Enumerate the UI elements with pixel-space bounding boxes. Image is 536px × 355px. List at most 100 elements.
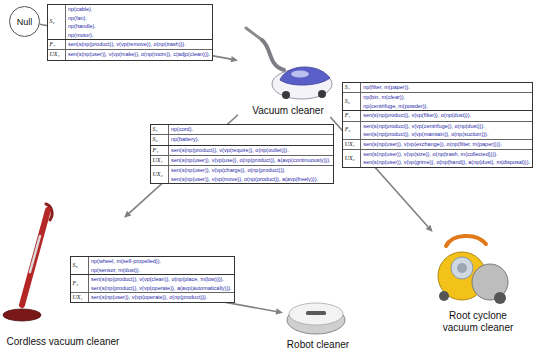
attribute-table: S₃ np(wheel, m(self-propelled)).np(sensor… xyxy=(70,256,235,303)
row-header: S₃ xyxy=(71,257,89,274)
canister-highlight xyxy=(291,71,309,78)
row-header: S₂ xyxy=(343,93,361,110)
row-body: sen(s(np(user)), v(vp(make)), o(np(room)… xyxy=(66,50,212,59)
row-header: UX₁ xyxy=(48,50,66,59)
cyclone-vacuum-picture xyxy=(438,236,508,304)
grammar-rule: np(bin, m(clear)). xyxy=(363,93,428,102)
grammar-rule: np(wheel, m(self-propelled)). xyxy=(91,257,161,266)
row-body: sen(s(np(user)), v(vp(charge)), o(np(pro… xyxy=(169,166,320,183)
start-circle: Null xyxy=(9,6,40,37)
grammar-rule: sen(s(np(product)), v(vp(require)), o(np… xyxy=(171,146,289,155)
grammar-rule: np(centrifuge, m(powder)). xyxy=(363,102,428,111)
product-name-block: Cordless vacuum cleaner xyxy=(2,336,124,348)
handle xyxy=(446,236,486,246)
grammar-rule: sen(s(np(user)), v(vp(make)), o(np(room)… xyxy=(68,50,210,59)
cordless-vacuum-picture xyxy=(3,204,52,321)
product-name: Cordless vacuum cleaner xyxy=(2,336,124,348)
row-symbol: S₂ xyxy=(345,97,350,106)
row-symbol: UX₁ xyxy=(153,156,163,165)
row-body: np(wheel, m(self-propelled)).np(sensor, … xyxy=(89,257,163,274)
arrowhead xyxy=(276,308,283,314)
row-symbol: F₁ xyxy=(50,40,56,49)
grammar-rule: sen(s(np(user)), v(vp(use)), o(np(produc… xyxy=(171,156,331,165)
row-symbol: F₂ xyxy=(73,279,79,288)
grammar-rule: sen(s(np(user)), v(vp(charge)), o(np(pro… xyxy=(171,166,318,175)
grammar-rule: np(cord). xyxy=(171,125,193,134)
row-body: np(cord). xyxy=(169,125,195,134)
table-row: UX₁sen(s(np(user)), v(vp(operate)), o(np… xyxy=(71,292,234,302)
product-name-block: Robot cleaner xyxy=(283,339,353,351)
canister-lid xyxy=(280,67,330,85)
cyclone-core xyxy=(457,263,467,273)
row-symbol: S₂ xyxy=(153,135,158,144)
product-name: Robot cleaner xyxy=(283,339,353,351)
grammar-rule: sen(s(np(product)), v(vp(operate)), a(av… xyxy=(91,284,232,293)
table-row: S₃ np(wheel, m(self-propelled)).np(sensor… xyxy=(71,257,234,274)
row-body: np(bin, m(clear)).np(centrifuge, m(powde… xyxy=(361,93,430,110)
row-symbol: UX₂ xyxy=(153,170,163,179)
node-label: Null xyxy=(17,17,33,27)
grammar-rule: sen(s(np(user)), v(vp(exchange)), o(np(f… xyxy=(363,140,502,149)
row-symbol: UX₁ xyxy=(50,50,60,59)
wheel xyxy=(282,91,290,99)
grammar-rule: sen(s(np(product)), v(vp(centrifuge)), o… xyxy=(363,122,488,131)
row-header: UX₂ xyxy=(343,150,361,167)
row-body: np(filter, m(paper)). xyxy=(361,83,412,92)
row-header: F₂ xyxy=(71,275,89,292)
row-symbol: UX₁ xyxy=(345,140,355,149)
table-row: F₁sen(s(np(product)), v(vp(remove)), o(n… xyxy=(48,39,212,49)
row-header: S₂ xyxy=(48,5,66,39)
grammar-rule: np(handle). xyxy=(68,22,96,31)
row-header: F₁ xyxy=(151,146,169,155)
table-row: F₁sen(s(np(product)), v(vp(require)), o(… xyxy=(151,145,333,155)
table-row: UX₁ sen(s(np(user)), v(vp(exchange)), o(n… xyxy=(343,139,532,149)
row-body: np(battery). xyxy=(169,135,201,144)
grammar-rule: np(cable). xyxy=(68,5,96,14)
row-body: np(cable).np(fan).np(handle).np(motor). xyxy=(66,5,98,39)
product-name: Root cyclone vacuum cleaner xyxy=(437,310,519,334)
robot-badge xyxy=(306,311,326,315)
row-body: sen(s(np(product)), v(vp(centrifuge)), o… xyxy=(361,122,490,139)
table-row: F₂sen(s(np(product)), v(vp(clean)), o(np… xyxy=(71,274,234,292)
grammar-rule: np(sensor, m(dust)). xyxy=(91,266,161,275)
table-row: UX₁ sen(s(np(user)), v(vp(make)), o(np(ro… xyxy=(48,49,212,59)
row-header: F₁ xyxy=(343,111,361,120)
grammar-rule: np(fan). xyxy=(68,14,96,23)
arrowhead xyxy=(426,225,433,232)
table-row: S₂ np(cable).np(fan).np(handle).np(motor)… xyxy=(48,5,212,39)
wheel xyxy=(494,292,506,304)
row-header: UX₁ xyxy=(71,293,89,302)
row-body: sen(s(np(user)), v(vp(exchange)), o(np(f… xyxy=(361,140,504,149)
row-symbol: S₃ xyxy=(73,261,78,270)
attribute-table: S₁ np(filter, m(paper)). S₂ np(bin, m(clear… xyxy=(342,82,533,168)
row-header: F₁ xyxy=(48,40,66,49)
grammar-rule: sen(s(np(user)), v(vp(move)), o(np(produ… xyxy=(171,175,318,184)
table-row: F₂sen(s(np(product)), v(vp(centrifuge)),… xyxy=(343,121,532,139)
floor-head xyxy=(3,309,41,321)
row-symbol: S₂ xyxy=(50,17,55,26)
grammar-rule: np(filter, m(paper)). xyxy=(363,83,410,92)
row-header: S₁ xyxy=(151,125,169,134)
grammar-rule: sen(s(np(user)), v(vp(size)), o(np(trash… xyxy=(363,150,530,159)
row-symbol: S₁ xyxy=(345,83,350,92)
row-header: UX₁ xyxy=(151,156,169,165)
row-symbol: S₁ xyxy=(153,125,158,134)
product-node: Root cyclone vacuum cleaner xyxy=(430,232,526,334)
row-body: sen(s(np(user)), v(vp(use)), o(np(produc… xyxy=(169,156,333,165)
row-header: S₁ xyxy=(343,83,361,92)
row-body: sen(s(np(product)), v(vp(require)), o(np… xyxy=(169,146,291,155)
table-row: UX₂ sen(s(np(user)), v(vp(charge)), o(np(… xyxy=(151,165,333,183)
grammar-rule: np(motor). xyxy=(68,31,96,40)
row-symbol: UX₁ xyxy=(73,293,83,302)
attribute-table: S₂ np(cable).np(fan).np(handle).np(motor)… xyxy=(47,4,213,61)
table-row: UX₁ sen(s(np(user)), v(vp(use)), o(np(pro… xyxy=(151,155,333,165)
product-name-block: Root cyclone vacuum cleaner xyxy=(437,310,519,334)
table-row: S₁ np(filter, m(paper)). xyxy=(343,83,532,92)
row-symbol: F₁ xyxy=(345,111,351,120)
grammar-rule: sen(s(np(product)), v(vp(filter)), o(np(… xyxy=(363,111,471,120)
product-name: Vacuum cleaner xyxy=(238,105,338,117)
row-header: UX₁ xyxy=(343,140,361,149)
grammar-rule: sen(s(np(user)), v(vp(grime)), o(np(hand… xyxy=(363,158,530,167)
dust-bin xyxy=(30,236,40,272)
